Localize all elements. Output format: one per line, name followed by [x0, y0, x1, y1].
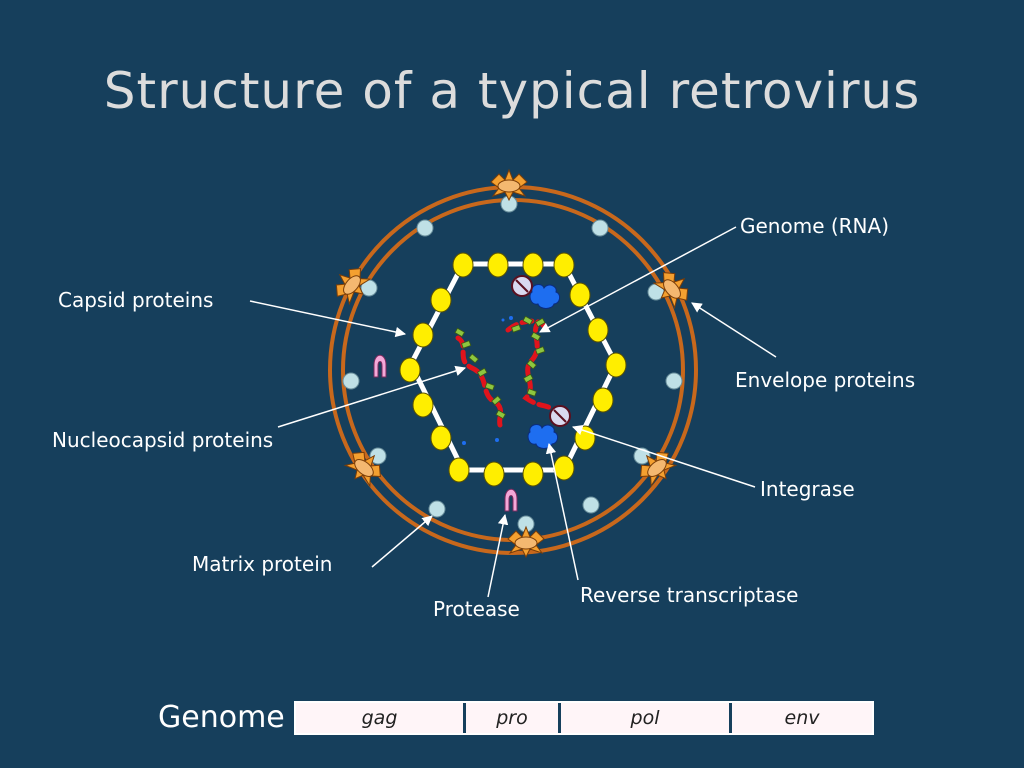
label-arrows [249, 226, 777, 598]
protease-molecules [373, 354, 518, 512]
label-integrase: Integrase [760, 477, 855, 501]
label-nucleocapsid-proteins: Nucleocapsid proteins [52, 428, 274, 452]
label-matrix-protein: Matrix protein [192, 552, 333, 576]
arrow-protease [487, 513, 509, 598]
arrow-nucleocapsid [277, 365, 467, 428]
arrow-reverse-transcriptase [545, 442, 579, 581]
label-genome-rna: Genome (RNA) [740, 214, 890, 238]
genome-segment-env: env [784, 707, 820, 729]
label-envelope-proteins: Envelope proteins [735, 368, 916, 392]
arrow-capsid [249, 300, 407, 338]
genome-segment-pol: pol [561, 703, 732, 733]
label-protease: Protease [433, 597, 520, 621]
nucleocapsid-proteins [454, 315, 546, 420]
genome-segment-gag: gag [296, 703, 466, 733]
small-particles [462, 316, 513, 445]
slide-title: Structure of a typical retrovirus [103, 62, 921, 120]
arrow-matrix [371, 515, 433, 568]
capsid [399, 252, 627, 487]
genome-segment-pro: pro [466, 703, 561, 733]
arrow-genome-rna [539, 226, 737, 333]
label-capsid-proteins: Capsid proteins [58, 288, 214, 312]
arrow-integrase [572, 424, 756, 488]
envelope-proteins [335, 168, 689, 559]
label-reverse-transcriptase: Reverse transcriptase [580, 583, 799, 607]
genome-map: gag pro pol env [294, 701, 874, 735]
integrase-molecules [511, 275, 571, 427]
genome-map-label: Genome [158, 700, 285, 735]
matrix-proteins [342, 195, 683, 533]
arrow-envelope [691, 302, 777, 358]
reverse-transcriptase-molecules [527, 284, 561, 449]
